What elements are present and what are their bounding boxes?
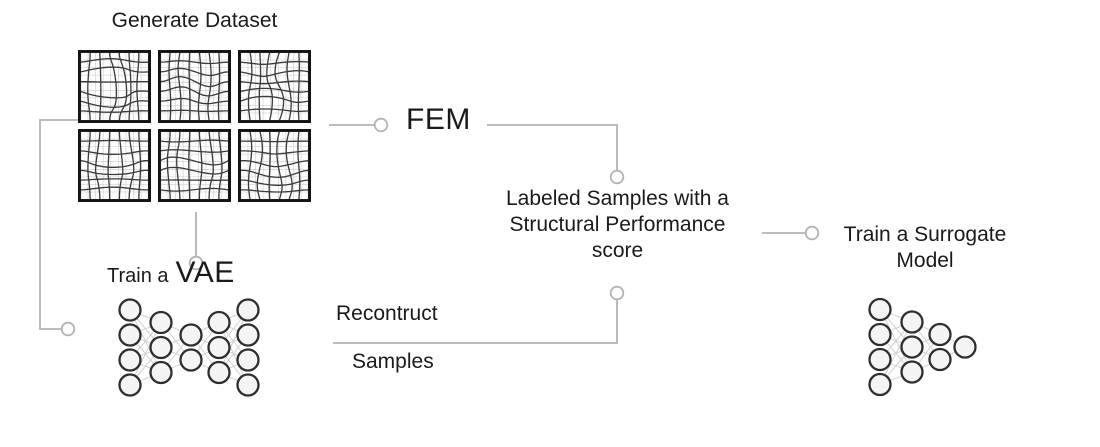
connector-fem-to-labeled <box>487 124 618 171</box>
mesh-sample-tile <box>238 129 311 202</box>
train-surrogate-text: Train a Surrogate Model <box>815 222 1035 274</box>
train-surrogate-line2: Model <box>896 249 954 272</box>
fem-label: FEM <box>406 103 471 136</box>
labeled-samples-line3: score <box>591 239 644 262</box>
connector-endpoint <box>609 285 625 301</box>
mesh-sample-tile <box>238 50 311 123</box>
train-vae-prefix: Train a <box>107 265 169 287</box>
train-vae-text: Train a VAE <box>107 256 235 290</box>
connector-endpoint <box>609 169 625 185</box>
mesh-sample-tile <box>158 50 231 123</box>
connector-endpoint <box>60 321 76 337</box>
train-surrogate-line1: Train a Surrogate <box>843 223 1007 246</box>
reconstruct-label-line1: Recontruct <box>336 302 438 325</box>
mesh-sample-tile <box>158 129 231 202</box>
labeled-samples-line2: Structural Performance <box>509 213 726 236</box>
vae-acronym: VAE <box>175 256 235 289</box>
surrogate-network <box>868 297 977 397</box>
mesh-sample-tile <box>78 50 151 123</box>
dataset-title: Generate Dataset <box>111 9 278 32</box>
labeled-samples-line1: Labeled Samples with a <box>506 187 729 210</box>
mesh-sample-tile <box>78 129 151 202</box>
connector-endpoint <box>373 117 389 133</box>
labeled-samples-text: Labeled Samples with a Structural Perfor… <box>455 186 780 264</box>
dataset-grid <box>78 50 311 202</box>
connector-dataset-loop <box>39 119 78 330</box>
vae-network <box>118 298 260 397</box>
reconstruct-label-line2: Samples <box>352 350 434 373</box>
